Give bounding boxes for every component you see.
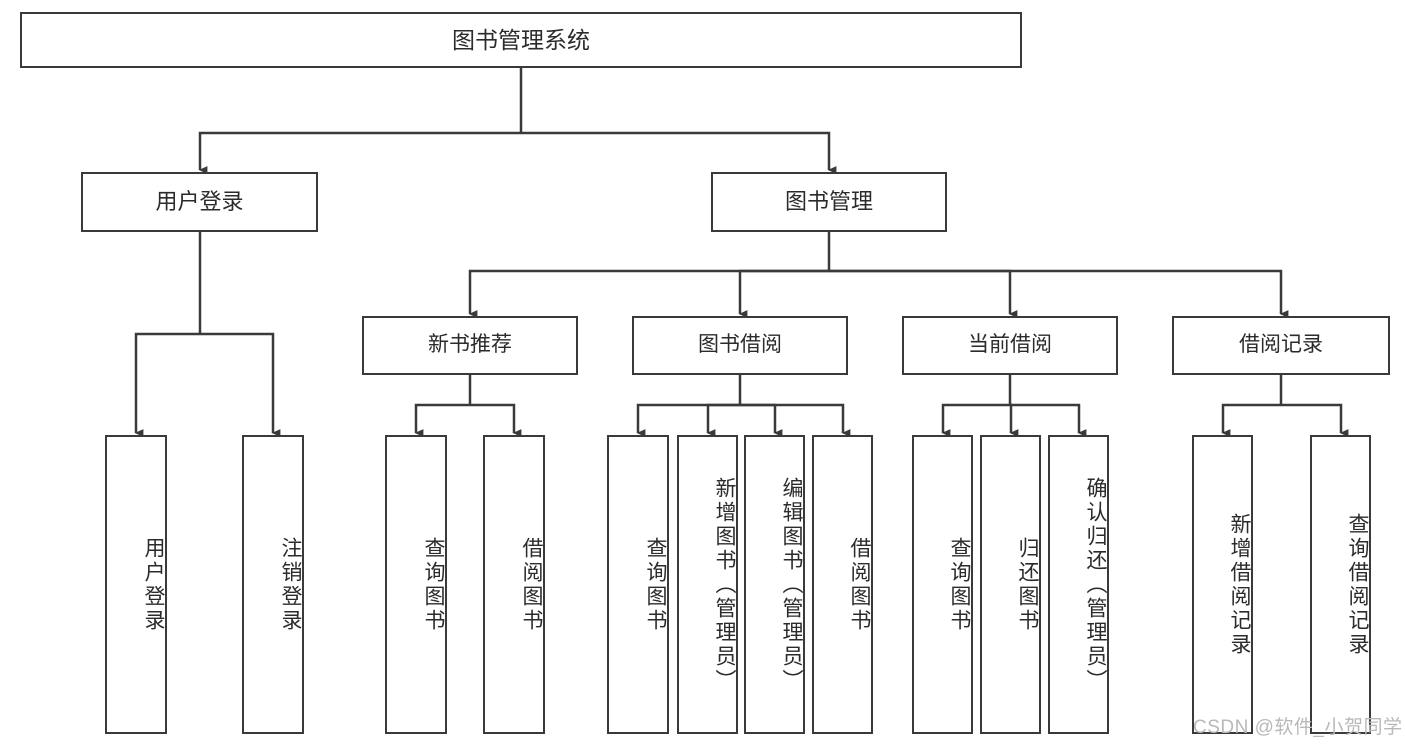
node-label: 归还图书 <box>1016 536 1039 633</box>
node-label: 查询图书 <box>948 536 971 633</box>
node-label: 新书推荐 <box>428 333 512 357</box>
edge-login-to-leaf-2 <box>200 332 281 437</box>
edges <box>134 68 1349 437</box>
node-records[interactable]: 借阅记录 <box>1172 316 1390 375</box>
node-leaf-7[interactable]: 编辑图书（管理员） <box>744 435 805 734</box>
node-label: 借阅记录 <box>1239 333 1323 357</box>
node-leaf-2[interactable]: 注销登录 <box>242 435 304 734</box>
node-bookmgmt[interactable]: 图书管理 <box>711 172 947 232</box>
edge-bookmgmt-to-records <box>829 269 1289 318</box>
edge-borrow-to-leaf-8 <box>740 403 851 437</box>
edge-bookmgmt-to-current <box>829 269 1018 318</box>
node-label: 编辑图书（管理员） <box>780 476 803 693</box>
node-leaf-5[interactable]: 查询图书 <box>607 435 669 734</box>
edge-current-to-leaf-9 <box>941 403 1010 437</box>
edge-records-to-leaf-12 <box>1221 403 1281 437</box>
node-leaf-13[interactable]: 查询借阅记录 <box>1310 435 1371 734</box>
node-label: 图书借阅 <box>698 333 782 357</box>
node-label: 查询图书 <box>644 536 667 633</box>
edge-newbook-to-leaf-4 <box>470 403 522 437</box>
node-login[interactable]: 用户登录 <box>81 172 318 232</box>
node-label: 借阅图书 <box>520 536 543 633</box>
node-label: 注销登录 <box>279 536 302 633</box>
node-label: 查询借阅记录 <box>1346 512 1369 657</box>
node-leaf-12[interactable]: 新增借阅记录 <box>1192 435 1253 734</box>
node-root[interactable]: 图书管理系统 <box>20 12 1022 68</box>
edge-newbook-to-leaf-3 <box>414 403 470 437</box>
node-label: 确认归还（管理员） <box>1084 476 1107 693</box>
node-label: 用户登录 <box>142 536 165 633</box>
node-label: 新增图书（管理员） <box>713 476 736 693</box>
node-current[interactable]: 当前借阅 <box>902 316 1118 375</box>
node-leaf-10[interactable]: 归还图书 <box>980 435 1041 734</box>
csdn-watermark: CSDN @软件_小贺同学 <box>1193 717 1403 738</box>
node-leaf-3[interactable]: 查询图书 <box>385 435 447 734</box>
node-leaf-1[interactable]: 用户登录 <box>105 435 167 734</box>
edge-borrow-to-leaf-5 <box>636 403 740 437</box>
node-leaf-6[interactable]: 新增图书（管理员） <box>677 435 738 734</box>
node-label: 用户登录 <box>155 189 244 215</box>
node-label: 图书管理 <box>784 189 873 215</box>
edge-borrow-to-leaf-6 <box>706 403 740 437</box>
node-newbook[interactable]: 新书推荐 <box>362 316 578 375</box>
node-leaf-8[interactable]: 借阅图书 <box>812 435 873 734</box>
node-leaf-9[interactable]: 查询图书 <box>912 435 973 734</box>
node-label: 查询图书 <box>422 536 445 633</box>
node-label: 借阅图书 <box>848 536 871 633</box>
node-label: 当前借阅 <box>968 333 1052 357</box>
node-leaf-11[interactable]: 确认归还（管理员） <box>1048 435 1109 734</box>
edge-current-to-leaf-11 <box>1010 403 1087 437</box>
edge-borrow-to-leaf-7 <box>740 403 783 437</box>
edge-login-to-leaf-1 <box>134 332 200 437</box>
edge-current-to-leaf-10 <box>1009 403 1019 437</box>
edge-root-to-login <box>198 131 521 174</box>
edge-records-to-leaf-13 <box>1281 403 1349 437</box>
node-leaf-4[interactable]: 借阅图书 <box>483 435 545 734</box>
edge-bookmgmt-to-newbook <box>468 269 829 318</box>
edge-root-to-bookmgmt <box>521 131 837 174</box>
node-borrow[interactable]: 图书借阅 <box>632 316 848 375</box>
node-label: 图书管理系统 <box>452 26 590 53</box>
node-label: 新增借阅记录 <box>1228 512 1251 657</box>
edge-bookmgmt-to-borrow <box>738 269 829 318</box>
